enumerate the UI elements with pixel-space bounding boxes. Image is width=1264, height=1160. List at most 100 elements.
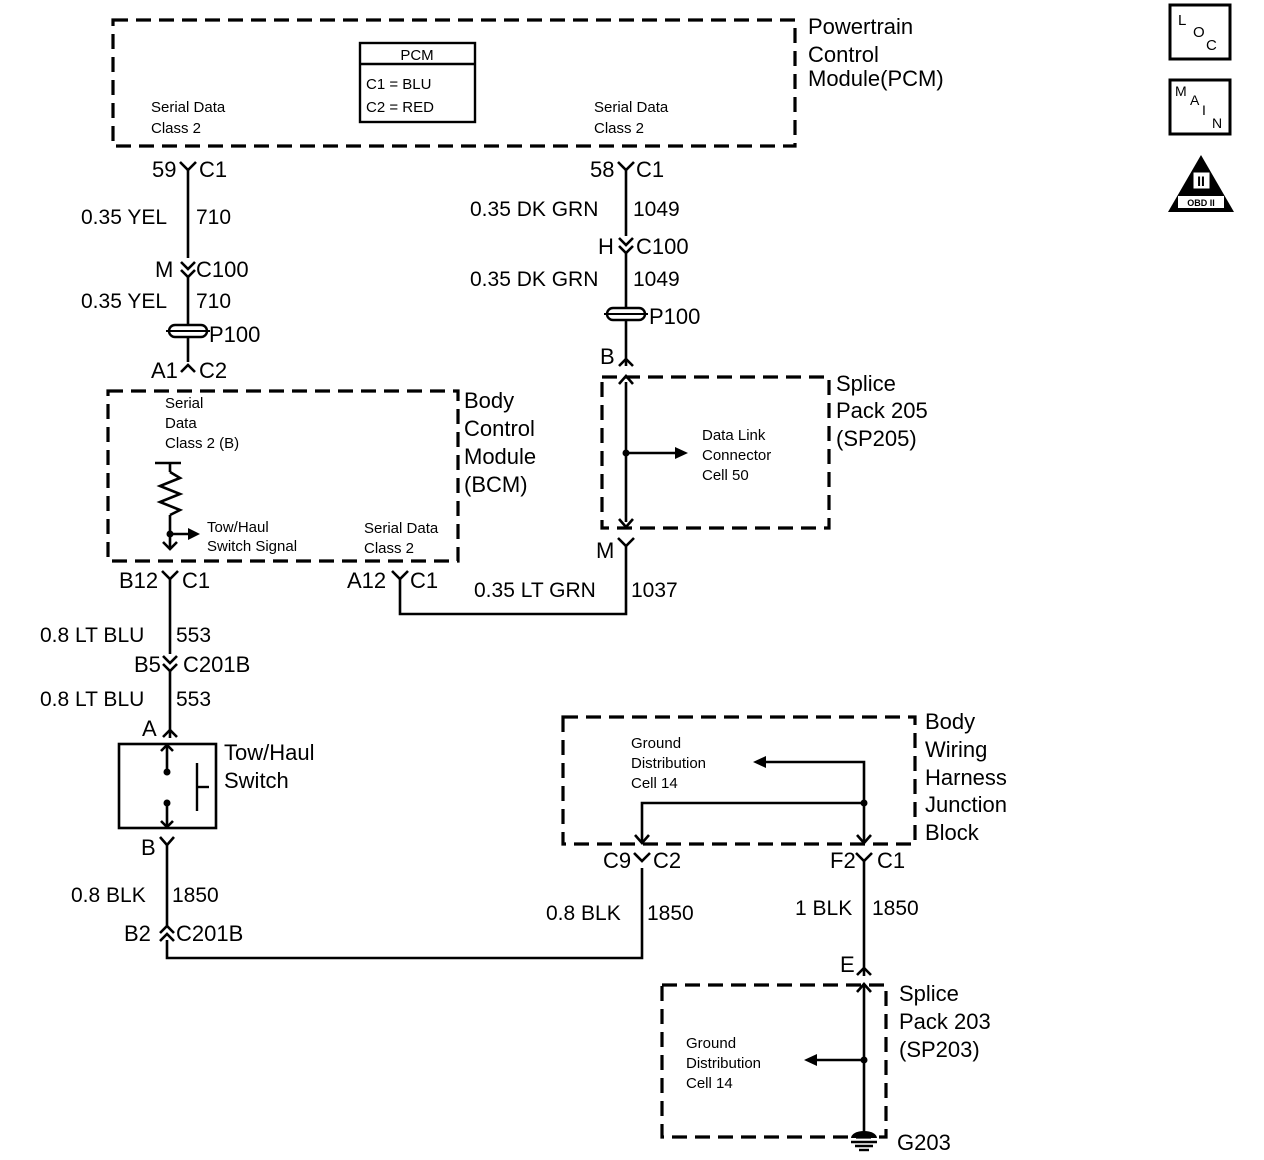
bwhjb-bus-main — [766, 760, 866, 842]
pcm-legend-c2: C2 = RED — [366, 99, 434, 116]
bcm-serial-b-3: Class 2 (B) — [165, 435, 239, 452]
towhaul-signal-1: Tow/Haul — [207, 519, 269, 536]
sp205-dashed-box — [600, 375, 831, 530]
c201b-b5-terminal-bottom — [162, 663, 178, 673]
bcm-pin-a1: A1 — [151, 358, 178, 383]
c201b-b2-terminal-bottom — [159, 932, 175, 942]
sp203-dashed-box — [660, 983, 888, 1139]
sp203-splice-pack: E Splice Pack 203 (SP203) Ground Distrib… — [660, 952, 991, 1139]
pin-59: 59 — [152, 157, 176, 182]
c100-right-label: C100 — [636, 234, 689, 259]
c201b-pin-b2: B2 — [124, 921, 151, 946]
sp205-pin-m: M — [596, 538, 614, 563]
wire-553-circuit-2: 553 — [176, 688, 211, 711]
bcm-title-line-4: (BCM) — [464, 472, 528, 497]
wire-1850-gauge-1: 0.8 BLK — [71, 884, 146, 907]
wire-710-gauge-2: 0.35 YEL — [81, 290, 167, 313]
wire-1037-circuit: 1037 — [631, 579, 678, 602]
wire-1037 — [398, 545, 628, 616]
bwhjb-dashed-box — [561, 715, 917, 846]
sp205-m-to-bcm-a12: M 0.35 LT GRN 1037 — [398, 537, 678, 616]
svg-text:L: L — [1178, 12, 1186, 29]
switch-pin-b: B — [141, 835, 156, 860]
pcm-title-line-2: Control — [808, 42, 879, 67]
switch-pin-a: A — [142, 716, 157, 741]
svg-text:II: II — [1197, 173, 1205, 189]
sp203-ground-1: Ground — [686, 1035, 736, 1052]
bcm-pin-a12: A12 — [347, 568, 386, 593]
sp203-e-terminal — [856, 966, 872, 976]
p100-right-passthrough — [604, 306, 648, 322]
bwhjb-pin-c9-conn: C2 — [653, 848, 681, 873]
obd-ii-icon[interactable]: II OBD II — [1168, 155, 1234, 212]
bwhjb-bus-branch — [640, 801, 864, 842]
ground-icon — [851, 1131, 877, 1138]
c100-h-terminal-bottom — [618, 245, 634, 255]
p100-right-label: P100 — [649, 304, 700, 329]
c201b-b2-terminal-top — [159, 924, 175, 934]
sp205-pin-b: B — [600, 344, 615, 369]
c100-m-terminal-top — [180, 261, 196, 271]
pin-58-conn: C1 — [636, 157, 664, 182]
loc-icon[interactable]: L O C — [1168, 3, 1232, 61]
bcm-a12-connector: A12 C1 — [347, 568, 438, 593]
bwhjb-ground-1: Ground — [631, 735, 681, 752]
pcm-serial-left-2: Class 2 — [151, 120, 201, 137]
bcm-pin-b12: B12 — [119, 568, 158, 593]
pcm-dashed-box — [111, 18, 797, 148]
wire-1049-gauge-2: 0.35 DK GRN — [470, 268, 598, 291]
c100-left-label: C100 — [196, 257, 249, 282]
bwhjb-pin-f2-conn: C1 — [877, 848, 905, 873]
sp203-title-3: (SP203) — [899, 1037, 980, 1062]
wire-1850-gauge-3: 1 BLK — [795, 897, 852, 920]
wire-1049-circuit-1: 1049 — [633, 198, 680, 221]
bcm-title-line-2: Control — [464, 416, 535, 441]
towhaul-switch-circuit: 0.8 LT BLU 553 B5 C201B 0.8 LT BLU 553 A… — [40, 578, 644, 960]
c201b-pin-b5: B5 — [134, 652, 161, 677]
sp205-splice-pack: Splice Pack 205 (SP205) Data Link Connec… — [600, 371, 928, 530]
wire-1037-gauge: 0.35 LT GRN — [474, 579, 596, 602]
wire-553-gauge-2: 0.8 LT BLU — [40, 688, 144, 711]
sp203-ground-2: Distribution — [686, 1055, 761, 1072]
bcm-serial-1: Serial Data — [364, 520, 439, 537]
svg-text:C: C — [1206, 37, 1217, 54]
svg-text:OBD II: OBD II — [1187, 198, 1215, 208]
bwhjb-ground-2: Distribution — [631, 755, 706, 772]
bcm-serial-b-2: Data — [165, 415, 197, 432]
p100-left-label: P100 — [209, 322, 260, 347]
bwhjb-title-1: Body — [925, 709, 975, 734]
bwhjb-ground-3: Cell 14 — [631, 775, 678, 792]
pcm-legend-c1: C1 = BLU — [366, 76, 431, 93]
main-icon[interactable]: M A I N — [1168, 78, 1232, 136]
bcm-dashed-box — [106, 389, 460, 563]
pin-58: 58 — [590, 157, 614, 182]
wire-710-circuit-2: 710 — [196, 290, 231, 313]
bcm-pin-b12-conn: C1 — [182, 568, 210, 593]
sp205-b-terminal — [618, 357, 634, 367]
bcm-b12-connector: B12 C1 — [119, 568, 210, 593]
dlc-label-2: Connector — [702, 447, 771, 464]
bwhjb-title-2: Wiring — [925, 737, 987, 762]
wire-553-gauge-1: 0.8 LT BLU — [40, 624, 144, 647]
towhaul-signal-2: Switch Signal — [207, 538, 297, 555]
sp203-pin-e: E — [840, 952, 855, 977]
sp203-title-2: Pack 203 — [899, 1009, 991, 1034]
bcm-module: Body Control Module (BCM) Serial Data Cl… — [106, 388, 536, 563]
pcm-title-line-3: Module(PCM) — [808, 66, 944, 91]
p100-left-passthrough — [166, 323, 210, 339]
c100-pin-h: H — [598, 234, 614, 259]
bcm-pin-a1-conn: C2 — [199, 358, 227, 383]
svg-text:A: A — [1190, 92, 1200, 108]
bcm-pin-a12-conn: C1 — [410, 568, 438, 593]
bwhjb-f2-connector: F2 C1 1 BLK 1850 — [795, 848, 919, 976]
towhaul-switch — [117, 742, 218, 830]
wire-1850-circuit-2: 1850 — [647, 902, 694, 925]
dlc-label-3: Cell 50 — [702, 467, 749, 484]
pullup-resistor — [155, 461, 200, 551]
pcm-serial-right-2: Class 2 — [594, 120, 644, 137]
b12-terminal — [161, 570, 179, 581]
switch-title-2: Switch — [224, 768, 289, 793]
bcm-title-line-3: Module — [464, 444, 536, 469]
switch-a-terminal — [162, 728, 178, 738]
